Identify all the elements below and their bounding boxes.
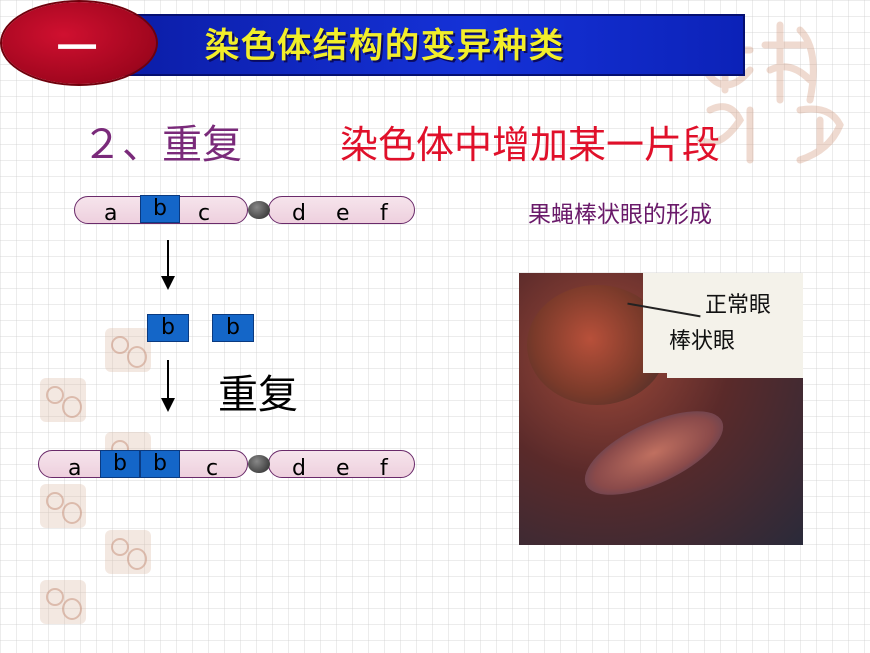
gene-label: e xyxy=(336,456,350,481)
chromosome-right-arm xyxy=(268,196,415,224)
gene-segment-b: b xyxy=(140,450,180,478)
photo-label-panel xyxy=(643,273,803,373)
fruit-fly-eye-photo: 正常眼 棒状眼 xyxy=(519,273,803,545)
gene-label: a xyxy=(68,456,82,481)
section-number-badge: 一 xyxy=(2,2,156,84)
gene-label: f xyxy=(380,456,388,481)
banner-bar xyxy=(70,14,745,76)
section-heading: ２、重复 xyxy=(82,122,242,168)
gene-label: d xyxy=(292,201,306,226)
normal-eye-label: 正常眼 xyxy=(705,293,772,318)
down-arrow-icon xyxy=(161,360,175,412)
chromosome-right-arm xyxy=(268,450,415,478)
bar-eye-label: 棒状眼 xyxy=(669,329,736,354)
watermark-seal-icon xyxy=(40,378,86,422)
duplicated-segment-b: b xyxy=(147,314,189,342)
gene-label: c xyxy=(198,201,211,226)
gene-segment-b: b xyxy=(100,450,140,478)
centromere xyxy=(248,455,270,473)
title-banner: 染色体结构的变异种类 一 xyxy=(0,0,745,84)
section-number: 一 xyxy=(57,26,97,72)
duplicated-segment-b: b xyxy=(212,314,254,342)
gene-label: c xyxy=(206,456,219,481)
watermark-seal-icon xyxy=(105,530,151,574)
down-arrow-icon xyxy=(161,240,175,290)
gene-label: a xyxy=(104,201,118,226)
gene-segment-b: b xyxy=(140,195,180,223)
banner-title: 染色体结构的变异种类 xyxy=(205,26,565,66)
gene-label: e xyxy=(336,201,350,226)
watermark-seal-icon xyxy=(105,328,151,372)
gene-label: f xyxy=(380,201,388,226)
photo-caption: 果蝇棒状眼的形成 xyxy=(528,202,712,228)
centromere xyxy=(248,201,270,219)
watermark-seal-icon xyxy=(40,580,86,624)
gene-label: d xyxy=(292,456,306,481)
definition-text: 染色体中增加某一片段 xyxy=(340,123,721,167)
duplication-label: 重复 xyxy=(218,372,298,418)
bar-eye-image xyxy=(573,394,735,512)
watermark-seal-icon xyxy=(40,484,86,528)
photo-label-panel xyxy=(667,368,803,378)
